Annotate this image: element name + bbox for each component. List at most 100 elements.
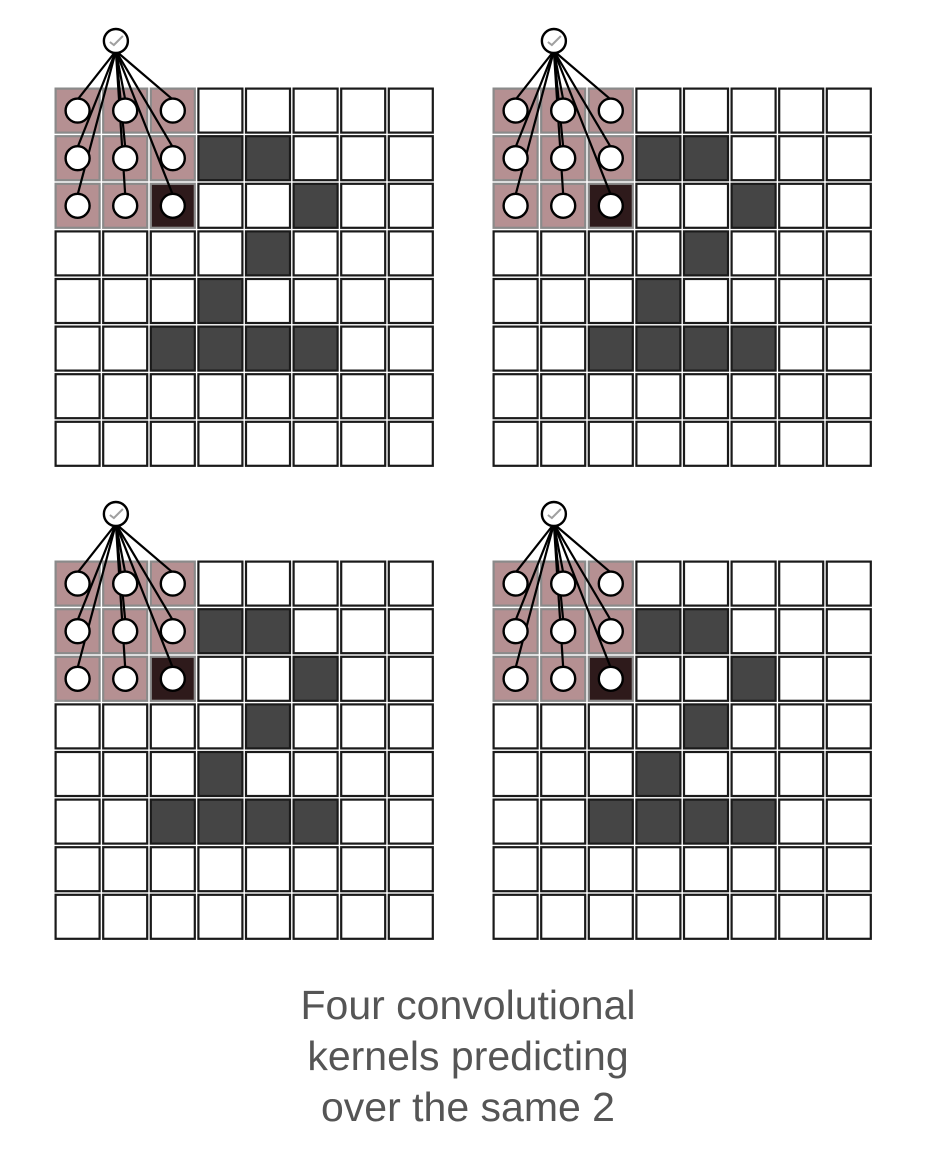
output-node bbox=[540, 27, 568, 55]
grid-cell bbox=[197, 560, 244, 607]
grid-cell bbox=[825, 420, 872, 467]
kernel-node bbox=[597, 665, 624, 692]
grid-cell bbox=[778, 655, 825, 702]
grid-cell bbox=[540, 798, 587, 845]
grid-cell bbox=[778, 703, 825, 750]
grid-cell bbox=[387, 420, 434, 467]
grid-cell bbox=[825, 703, 872, 750]
grid-cell bbox=[54, 703, 101, 750]
grid-cell bbox=[778, 182, 825, 229]
grid-cell bbox=[102, 373, 149, 420]
grid-cell bbox=[197, 135, 244, 182]
grid-cell bbox=[540, 893, 587, 940]
grid-cell bbox=[778, 373, 825, 420]
grid-cell bbox=[492, 703, 539, 750]
grid-cell bbox=[635, 373, 682, 420]
grid-cell bbox=[587, 277, 634, 325]
kernel-figure bbox=[54, 27, 872, 940]
grid-cell bbox=[730, 750, 777, 798]
kernel-node bbox=[159, 618, 187, 645]
grid-cell bbox=[292, 135, 339, 182]
grid-cell bbox=[387, 703, 434, 750]
kernel-node bbox=[550, 97, 577, 124]
grid-cell bbox=[197, 87, 244, 134]
grid-cell bbox=[778, 608, 825, 655]
grid-cell bbox=[825, 750, 872, 798]
grid-cell bbox=[825, 608, 872, 655]
connection-line bbox=[514, 50, 555, 196]
kernel-node bbox=[159, 192, 187, 220]
grid-cell bbox=[635, 560, 682, 607]
grid-cell bbox=[540, 750, 587, 798]
grid-cell bbox=[730, 420, 777, 467]
grid-cell bbox=[492, 230, 539, 277]
grid-cell bbox=[387, 135, 434, 182]
grid-cell bbox=[778, 750, 825, 798]
grid-cell bbox=[197, 798, 244, 845]
grid-cell bbox=[682, 750, 730, 798]
grid-cell bbox=[682, 182, 730, 229]
grid-cell bbox=[149, 277, 196, 325]
grid-cell bbox=[387, 560, 434, 607]
grid-cell bbox=[244, 798, 292, 845]
kernel-node bbox=[111, 665, 139, 692]
kernel-node bbox=[159, 144, 187, 172]
grid-cell bbox=[635, 325, 682, 372]
caption-line-1: Four convolutional bbox=[300, 982, 636, 1028]
connection-line bbox=[76, 50, 117, 148]
grid-cell bbox=[149, 798, 196, 845]
grid-cell bbox=[340, 608, 387, 655]
kernel-node bbox=[550, 570, 577, 597]
grid-cell bbox=[244, 655, 292, 702]
grid-cell bbox=[387, 230, 434, 277]
grid-cell bbox=[778, 87, 825, 134]
grid-cell bbox=[540, 230, 587, 277]
grid-cell bbox=[102, 325, 149, 372]
kernel-node bbox=[550, 665, 577, 692]
grid-cell bbox=[635, 846, 682, 893]
grid-cell bbox=[149, 846, 196, 893]
grid-cell bbox=[54, 277, 101, 325]
grid-cell bbox=[340, 560, 387, 607]
kernel-node bbox=[64, 144, 91, 172]
grid-cell bbox=[682, 703, 730, 750]
grid-cell bbox=[387, 277, 434, 325]
grid-cell bbox=[54, 420, 101, 467]
kernel-node bbox=[159, 665, 187, 692]
kernel-node bbox=[64, 97, 91, 124]
grid-cell bbox=[587, 703, 634, 750]
grid-cell bbox=[635, 182, 682, 229]
grid-cell bbox=[149, 373, 196, 420]
kernel-node bbox=[159, 570, 187, 597]
grid-cell bbox=[244, 182, 292, 229]
grid-cell bbox=[682, 277, 730, 325]
grid-cell bbox=[682, 798, 730, 845]
grid-cell bbox=[244, 373, 292, 420]
kernel-node bbox=[550, 192, 577, 220]
grid-cell bbox=[635, 893, 682, 940]
grid-cell bbox=[682, 893, 730, 940]
grid-cell bbox=[197, 655, 244, 702]
kernel-node bbox=[597, 192, 624, 220]
grid-cell bbox=[492, 420, 539, 467]
grid-cell bbox=[197, 325, 244, 372]
grid-cell bbox=[244, 893, 292, 940]
connection-line bbox=[76, 523, 117, 669]
grid-cell bbox=[492, 798, 539, 845]
grid-cell bbox=[825, 87, 872, 134]
grid-cell bbox=[54, 893, 101, 940]
grid-cell bbox=[682, 420, 730, 467]
caption: Four convolutional kernels predicting ov… bbox=[0, 980, 926, 1133]
grid-cell bbox=[540, 420, 587, 467]
connection-line bbox=[114, 523, 174, 669]
grid-cell bbox=[682, 325, 730, 372]
connection-line bbox=[514, 50, 555, 101]
grid-cell bbox=[387, 325, 434, 372]
grid-cell bbox=[635, 277, 682, 325]
connection-line bbox=[553, 50, 612, 101]
grid-cell bbox=[825, 655, 872, 702]
grid-cell bbox=[825, 182, 872, 229]
kernel-node bbox=[597, 97, 624, 124]
grid-cell bbox=[587, 846, 634, 893]
grid-cell bbox=[197, 182, 244, 229]
